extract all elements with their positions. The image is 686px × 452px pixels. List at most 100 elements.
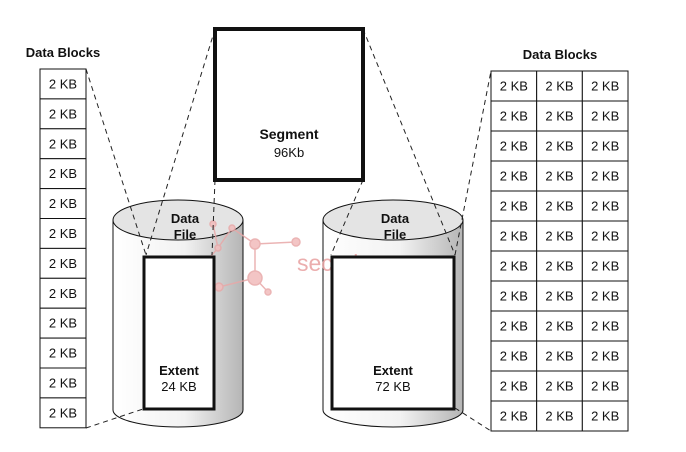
- left-data-block-box: [39, 158, 87, 190]
- right-data-block: 2 KB: [591, 349, 619, 364]
- left-data-block: 2 KB: [49, 76, 77, 91]
- right-data-block: 2 KB: [500, 289, 528, 304]
- right-data-block-box: [490, 310, 538, 342]
- right-extent-box: [330, 255, 456, 411]
- left-data-block: 2 KB: [49, 226, 77, 241]
- right-data-block: 2 KB: [500, 229, 528, 244]
- left-data-block: 2 KB: [49, 405, 77, 420]
- right-data-block: 2 KB: [545, 79, 573, 94]
- left-data-block-box: [39, 277, 87, 309]
- right-data-block: 2 KB: [500, 199, 528, 214]
- right-data-block-box: [581, 340, 629, 372]
- right-data-block-box: [536, 310, 583, 342]
- right-data-block: 2 KB: [591, 319, 619, 334]
- left-extent-title: Extent: [159, 363, 199, 378]
- right-data-block: 2 KB: [500, 319, 528, 334]
- left-cylinder-label-line2: File: [174, 227, 196, 242]
- left-data-block: 2 KB: [49, 346, 77, 361]
- right-data-block: 2 KB: [591, 169, 619, 184]
- left-data-blocks-grid: 2 KB 2 KB 2 KB 2 KB 2 KB 2 KB 2 KB 2 KB 2 KB 2 KB…: [39, 68, 87, 429]
- segment-box: [213, 27, 365, 182]
- left-cylinder-label-line1: Data: [171, 211, 200, 226]
- right-extent-size: 72 KB: [375, 379, 410, 394]
- right-data-block-box: [581, 280, 629, 312]
- right-data-block: 2 KB: [591, 409, 619, 424]
- right-data-block-box: [536, 190, 583, 222]
- left-data-block: 2 KB: [49, 375, 77, 390]
- right-data-block-box: [581, 370, 629, 402]
- right-data-block-box: [536, 130, 583, 162]
- right-data-block: 2 KB: [545, 289, 573, 304]
- left-data-block-box: [39, 337, 87, 369]
- left-data-block-box: [39, 397, 87, 429]
- left-data-block: 2 KB: [49, 286, 77, 301]
- left-data-block: 2 KB: [49, 136, 77, 151]
- right-data-block: 2 KB: [545, 109, 573, 124]
- right-data-block: 2 KB: [500, 139, 528, 154]
- left-data-block-box: [39, 188, 87, 220]
- left-data-block-box: [39, 98, 87, 130]
- right-data-block: 2 KB: [545, 139, 573, 154]
- left-extent-box: [142, 255, 216, 411]
- right-data-block-box: [581, 400, 629, 432]
- right-data-block-box: [581, 70, 629, 102]
- right-data-block-box: [581, 160, 629, 192]
- right-extent-title: Extent: [373, 363, 413, 378]
- right-data-block-box: [536, 400, 583, 432]
- left-data-block-box: [39, 307, 87, 339]
- right-data-block-box: [536, 100, 583, 132]
- right-data-block: 2 KB: [545, 259, 573, 274]
- right-data-block: 2 KB: [545, 409, 573, 424]
- right-data-block-box: [490, 250, 538, 282]
- right-cylinder-label-line2: File: [384, 227, 406, 242]
- left-data-block-box: [39, 247, 87, 279]
- right-data-block: 2 KB: [545, 379, 573, 394]
- right-data-block: 2 KB: [500, 79, 528, 94]
- right-data-block: 2 KB: [591, 139, 619, 154]
- right-data-block-box: [581, 130, 629, 162]
- dashed-connectors: [85, 28, 492, 432]
- right-data-block: 2 KB: [545, 349, 573, 364]
- left-data-blocks-heading: Data Blocks: [26, 45, 100, 60]
- right-data-block: 2 KB: [591, 199, 619, 214]
- right-data-block: 2 KB: [500, 109, 528, 124]
- left-data-block-box: [39, 68, 87, 100]
- right-data-block: 2 KB: [500, 259, 528, 274]
- right-data-block: 2 KB: [545, 199, 573, 214]
- right-data-block: 2 KB: [500, 349, 528, 364]
- left-extent-size: 24 KB: [161, 379, 196, 394]
- right-data-block: 2 KB: [591, 229, 619, 244]
- left-data-block: 2 KB: [49, 316, 77, 331]
- segment-size: 96Kb: [274, 145, 304, 160]
- right-data-block-box: [581, 190, 629, 222]
- right-data-block: 2 KB: [591, 289, 619, 304]
- right-data-blocks-heading: Data Blocks: [523, 47, 597, 62]
- left-data-block-box: [39, 218, 87, 249]
- right-data-block: 2 KB: [591, 259, 619, 274]
- right-data-block: 2 KB: [545, 229, 573, 244]
- right-data-block: 2 KB: [500, 379, 528, 394]
- right-data-block-box: [490, 100, 538, 132]
- left-data-block: 2 KB: [49, 166, 77, 181]
- right-data-block-box: [581, 310, 629, 342]
- right-data-block-box: [490, 400, 538, 432]
- left-data-block-box: [39, 128, 87, 160]
- segment-title: Segment: [259, 126, 318, 142]
- right-data-block: 2 KB: [500, 409, 528, 424]
- left-data-block: 2 KB: [49, 106, 77, 121]
- left-data-block-box: [39, 367, 87, 399]
- right-data-block-box: [490, 190, 538, 222]
- left-data-block: 2 KB: [49, 196, 77, 211]
- right-data-block: 2 KB: [591, 79, 619, 94]
- right-data-block-box: [536, 70, 583, 102]
- right-data-blocks-grid: 2 KB 2 KB 2 KB 2 KB 2 KB 2 KB 2 KB 2 KB 2 KB 2 KB…: [490, 70, 629, 432]
- right-data-block: 2 KB: [591, 109, 619, 124]
- right-cylinder-label-line1: Data: [381, 211, 410, 226]
- right-data-block: 2 KB: [545, 169, 573, 184]
- right-data-block: 2 KB: [500, 169, 528, 184]
- right-data-block: 2 KB: [591, 379, 619, 394]
- right-data-block-box: [581, 250, 629, 282]
- right-data-block: 2 KB: [545, 319, 573, 334]
